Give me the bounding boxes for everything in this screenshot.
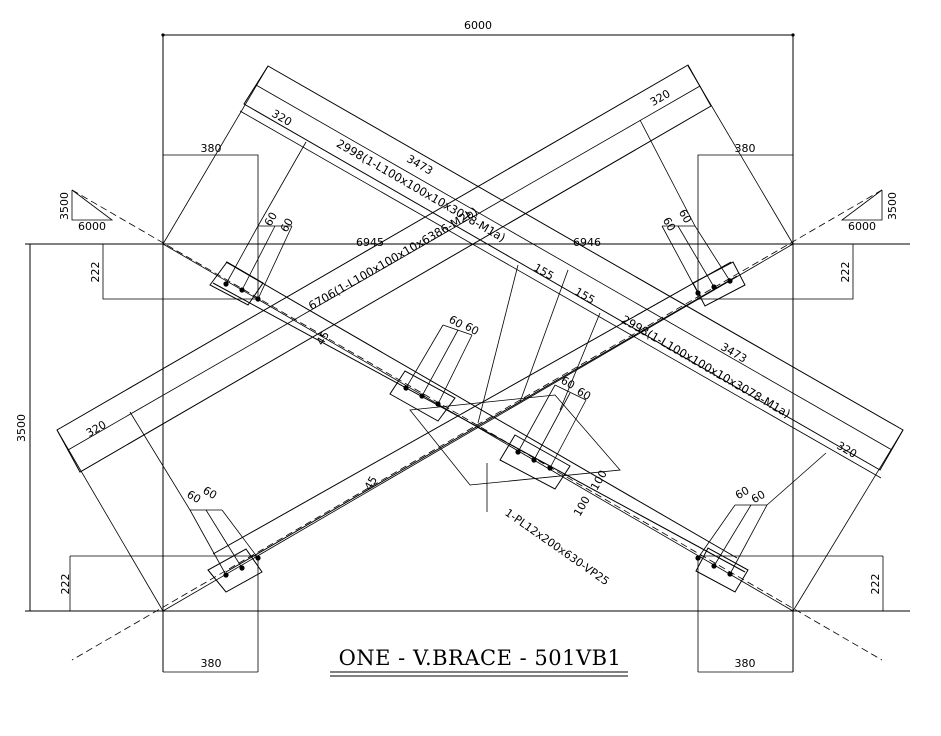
dim-3500-slope-l: 3500	[58, 192, 71, 220]
dim-320-bl: 320	[84, 418, 109, 440]
brace-angles	[212, 261, 746, 573]
dim-380-bl: 380	[201, 657, 222, 670]
dim-60-tl-a: 60	[262, 210, 280, 229]
label-member-c: 2998(1-L100x100x10x3078-M1a)	[619, 312, 793, 421]
dim-45-b: 45	[362, 474, 380, 493]
dim-222-tl: 222	[89, 262, 102, 283]
end-plates	[207, 261, 749, 593]
dim-60-c-a: 60	[446, 313, 465, 331]
dim-222-br: 222	[869, 574, 882, 595]
dim-3500-slope-r: 3500	[886, 192, 899, 220]
dim-380-br: 380	[735, 657, 756, 670]
dim-60-c-b: 60	[462, 320, 481, 338]
dim-320-br: 320	[834, 439, 859, 461]
member-b-outline	[56, 64, 712, 473]
dim-380-tr: 380	[735, 142, 756, 155]
dim-6000-slope-l: 6000	[78, 220, 106, 233]
label-member-a: 2998(1-L100x100x10x3078-M1a)	[334, 136, 508, 245]
dim-45-a: 45	[314, 329, 332, 348]
member-a-outline	[239, 65, 904, 479]
dim-320-tr: 320	[648, 87, 673, 109]
label-member-b: 6706(1-L100x100x10x6386-M2b)	[306, 204, 480, 313]
dim-60-d-b: 60	[574, 385, 593, 403]
dim-6945: 6945	[356, 236, 384, 249]
bolt-leaders	[56, 65, 904, 612]
dim-380-tl: 380	[201, 142, 222, 155]
dim-3473-a: 3473	[404, 152, 435, 177]
dimension-texts: 6000 380 380 380 380 6000 6000 3500 3500…	[15, 19, 899, 670]
dim-222-tr: 222	[839, 262, 852, 283]
frame-lines	[25, 33, 910, 672]
dim-60-tl-b: 60	[278, 216, 296, 235]
dim-3500-left: 3500	[15, 414, 28, 442]
dim-222-bl: 222	[59, 574, 72, 595]
dim-60-br-b: 60	[749, 488, 768, 506]
member-labels: 2998(1-L100x100x10x3078-M1a) 6706(1-L100…	[306, 136, 793, 588]
dim-60-bl-b: 60	[200, 484, 219, 502]
dim-60-bl-a: 60	[184, 488, 203, 506]
work-lines	[71, 189, 883, 661]
dim-60-br-a: 60	[733, 484, 752, 502]
dim-3473-b: 3473	[718, 340, 749, 365]
drawing-title: ONE - V.BRACE - 501VB1	[330, 646, 628, 677]
dim-6000-top: 6000	[464, 19, 492, 32]
splice-plate	[409, 394, 621, 512]
dim-60-d-a: 60	[558, 374, 577, 392]
dim-6946: 6946	[573, 236, 601, 249]
label-plate: 1-PL12x200x630-VP25	[502, 506, 611, 588]
dim-60-tr-a: 60	[660, 215, 678, 234]
dim-100-a: 100	[571, 494, 593, 519]
slope-triangles	[71, 189, 883, 221]
title-text: ONE - V.BRACE - 501VB1	[339, 646, 622, 670]
dim-60-tr-b: 60	[676, 207, 694, 226]
dim-6000-slope-r: 6000	[848, 220, 876, 233]
